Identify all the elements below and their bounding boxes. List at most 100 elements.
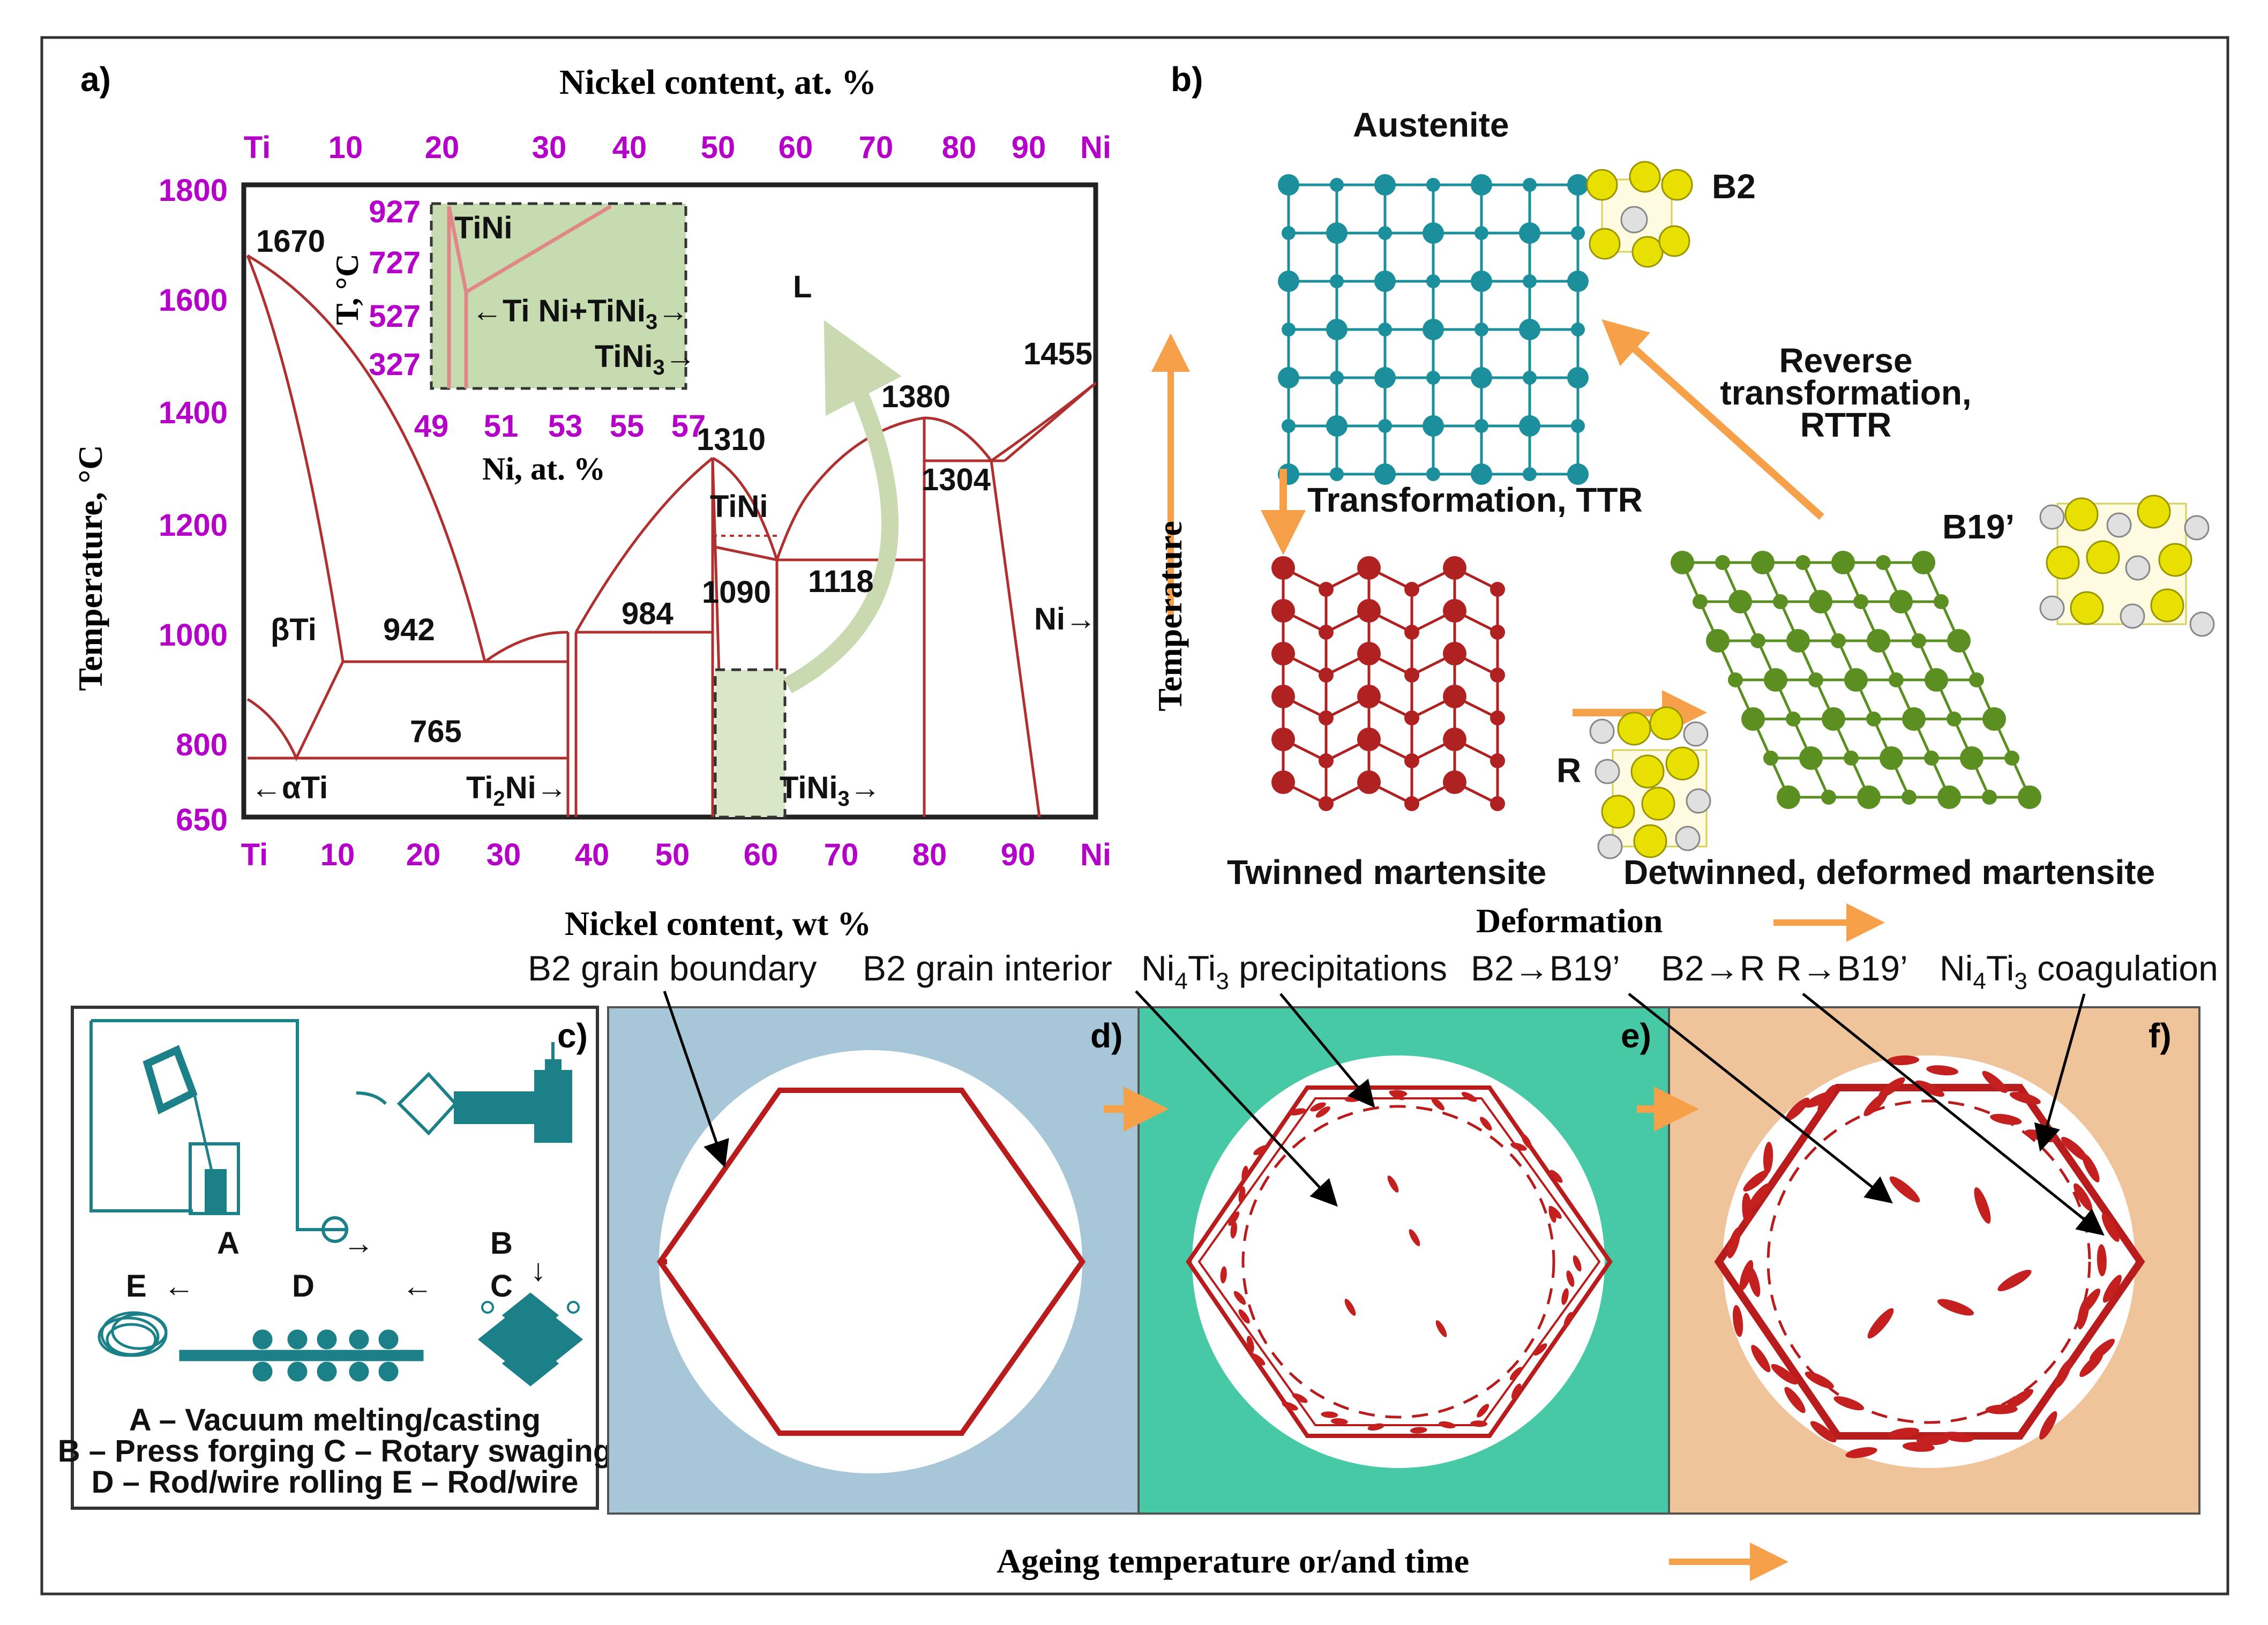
inset-box	[430, 202, 687, 390]
press-forging-icon	[356, 1042, 572, 1143]
svg-text:B: B	[490, 1226, 513, 1261]
reverse-label-1: Reverse	[1779, 341, 1912, 380]
panel-f-label: f)	[2149, 1016, 2172, 1055]
legend-line: A – Vacuum melting/casting	[129, 1403, 541, 1437]
caption-grain-interior: B2 grain interior	[863, 948, 1112, 988]
bottom-tick: 30	[486, 837, 521, 872]
top-tick: 10	[328, 130, 363, 165]
inset-x-tick: 51	[484, 409, 519, 444]
rotary-swaging-icon	[477, 1292, 583, 1387]
svg-text:→: →	[343, 1226, 374, 1261]
left-tick: 1200	[159, 508, 228, 543]
ageing-label: Ageing temperature or/and time	[997, 1542, 1469, 1580]
inset-label-tini: TiNi	[454, 211, 513, 245]
svg-text:765: 765	[410, 714, 462, 749]
svg-text:942: 942	[383, 612, 435, 647]
austenite-lattice	[1278, 174, 1589, 485]
twinned-martensite-lattice	[1271, 556, 1505, 811]
phase-labels: 1670 L 1380 1455 1310 1304 TiNi 1090 111…	[251, 224, 1096, 811]
transformation-label: Transformation, TTR	[1307, 481, 1643, 519]
precipitates-e	[1220, 1090, 1582, 1434]
temperature-label: Temperature	[1151, 521, 1189, 712]
svg-text:D: D	[292, 1269, 315, 1304]
inset-x-tick: 57	[671, 409, 706, 444]
left-tick: 650	[176, 803, 228, 837]
top-tick: 90	[1012, 130, 1046, 165]
bottom-tick: 10	[320, 837, 355, 872]
inset-y-title: T, °C	[330, 254, 365, 325]
svg-text:Ti2Ni→: Ti2Ni→	[466, 770, 567, 811]
deformation-label: Deformation	[1476, 902, 1663, 940]
panel-def-microstructure: d) e) f) B2 grain boundary B2 gra	[528, 948, 2218, 1581]
top-tick: 30	[532, 130, 567, 165]
caption-precipitations: Ni4Ti3 precipitations	[1141, 948, 1447, 994]
svg-text:←: ←	[402, 1269, 433, 1304]
panel-c-label: c)	[557, 1016, 588, 1055]
grain-d	[656, 1050, 1086, 1473]
panel-b-label: b)	[1171, 60, 1203, 99]
svg-text:1380: 1380	[881, 379, 950, 414]
left-tick: 1400	[159, 395, 228, 430]
bottom-axis-title: Nickel content, wt %	[565, 904, 871, 942]
caption-coagulation: Ni4Ti3 coagulation	[1940, 948, 2218, 994]
rod-rolling-icon	[179, 1329, 424, 1382]
panel-c-processing: c)	[58, 1006, 612, 1510]
top-tick: 50	[701, 130, 736, 165]
svg-text:TiNi: TiNi	[710, 489, 768, 524]
top-tick: Ni	[1080, 130, 1111, 165]
top-tick: 70	[859, 130, 894, 165]
bottom-tick: 20	[406, 837, 441, 872]
detwinned-martensite-lattice	[1671, 551, 2041, 809]
bottom-tick: 80	[912, 837, 947, 872]
b2-unit-cell	[1586, 161, 1693, 268]
b19-label: B19’	[1942, 507, 2015, 546]
panel-b-transformation: b) Austenite B2 Reverse transformation, …	[1151, 60, 2215, 942]
left-axis-title: Temperature, °C	[71, 445, 109, 691]
svg-text:1304: 1304	[922, 462, 991, 497]
panel-e-label: e)	[1621, 1016, 1651, 1055]
inset-x-tick: 49	[414, 409, 449, 444]
left-tick: 1600	[159, 283, 228, 318]
outer-frame	[40, 36, 2229, 1596]
panel-a-label: a)	[80, 60, 111, 99]
panel-a-phase-diagram: a) Nickel content, at. % Ti 10 20 30 40 50 60 7…	[71, 60, 1111, 942]
precipitates-f	[1727, 1055, 2122, 1458]
bottom-tick: 90	[1001, 837, 1036, 872]
bottom-tick: Ni	[1080, 837, 1111, 872]
svg-text:1090: 1090	[702, 575, 771, 610]
inset-y-tick: 327	[369, 347, 421, 382]
r-label: R	[1556, 751, 1581, 790]
left-tick: 1800	[159, 173, 228, 208]
top-tick: 40	[612, 130, 647, 165]
inset-label-tini3: TiNi3→	[595, 339, 696, 379]
grain-e	[1186, 1055, 1613, 1468]
top-axis-title: Nickel content, at. %	[559, 63, 877, 102]
svg-text:←αTi: ←αTi	[251, 770, 328, 805]
caption-b2-r: B2→R	[1661, 948, 1765, 988]
b19-unit-cell	[2039, 495, 2215, 637]
zoom-arrow	[783, 320, 902, 694]
svg-text:984: 984	[622, 596, 673, 631]
svg-text:E: E	[126, 1269, 147, 1304]
twinned-label: Twinned martensite	[1227, 853, 1546, 892]
svg-text:βTi: βTi	[271, 612, 317, 647]
b2-label: B2	[1712, 167, 1756, 206]
inset-label-mix: ←Ti Ni+TiNi3→	[471, 294, 688, 334]
inset-x-tick: 55	[610, 409, 645, 444]
caption-r-b19: R→B19’	[1776, 948, 1908, 988]
bottom-tick: 60	[744, 837, 779, 872]
svg-text:↓: ↓	[530, 1253, 546, 1287]
r-unit-cell	[1589, 706, 1711, 859]
bottom-tick: 70	[824, 837, 859, 872]
top-tick: Ti	[244, 130, 271, 165]
left-tick: 800	[176, 728, 228, 762]
detwinned-label: Detwinned, deformed martensite	[1623, 853, 2155, 892]
svg-text:C: C	[490, 1269, 513, 1304]
caption-grain-boundary: B2 grain boundary	[528, 948, 817, 988]
svg-text:L: L	[793, 269, 812, 304]
inset-x-tick: 53	[548, 409, 583, 444]
